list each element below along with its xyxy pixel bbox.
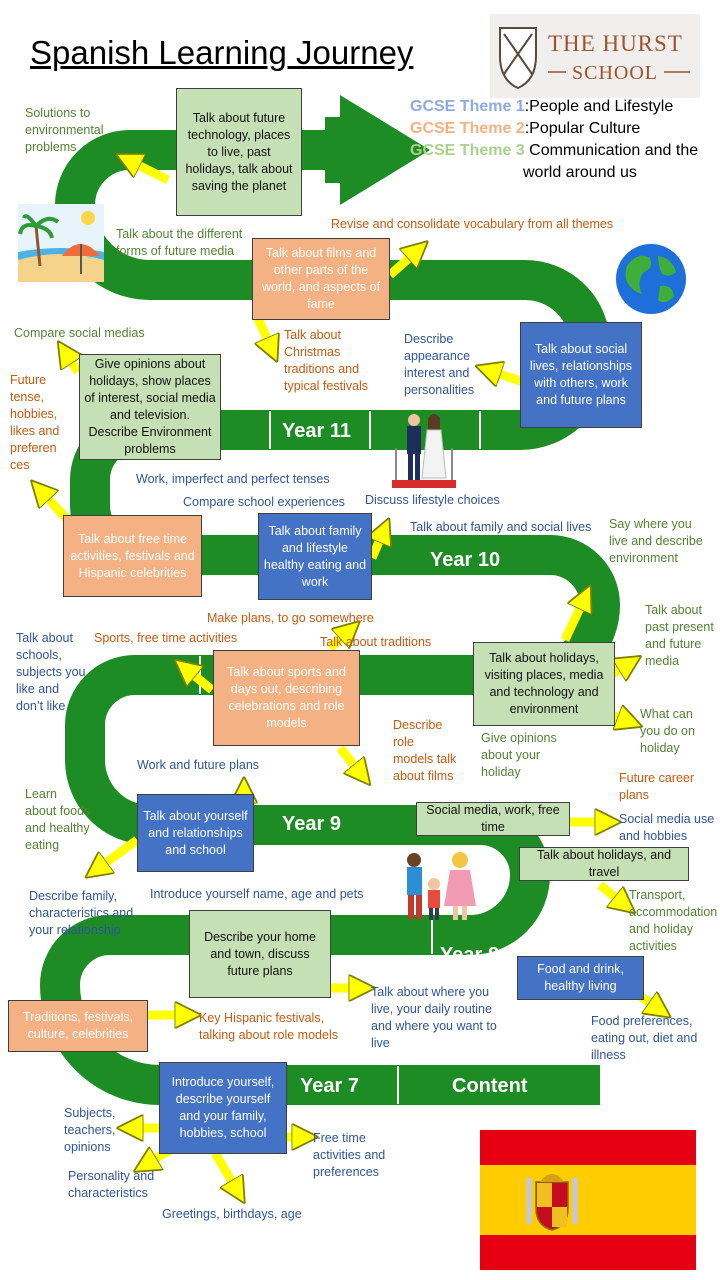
year-8-label: Year 8 [440,944,499,966]
school-crest-icon: THE HURST SCHOOL [490,14,700,98]
box-y10-holidays: Talk about holidays, visiting places, me… [473,642,615,726]
label-learn-foods: Learn about foods and healthy eating [25,787,91,852]
box-y9-social-media: Social media, work, free time [416,802,570,836]
theme2-text: :Popular Culture [524,120,641,137]
spain-flag-icon [480,1130,696,1270]
label-sports-free: Sports, free time activities [94,631,238,645]
label-introduce-name: Introduce yourself name, age and pets [150,887,364,901]
year-9-label: Year 9 [282,813,341,835]
label-work-future: Work and future plans [137,758,260,772]
label-describe-family: Describe family, characteristics and you… [29,889,134,937]
page-title: Spanish Learning Journey [30,34,414,71]
label-christmas: Talk about Christmas traditions and typi… [284,328,369,393]
year-10-label: Year 10 [430,549,501,571]
box-y11-future-technology: Talk about future technology, places to … [176,88,302,216]
label-food-pref: Food preferences, eating out, diet and i… [591,1014,698,1062]
beach-icon [18,204,104,282]
box-y8-home-town: Describe your home and town, discuss fut… [189,910,331,998]
theme3-label: GCSE Theme 3 [410,142,525,159]
theme3-text: Communication and the [524,142,699,159]
label-role-models: Describe role models talk about films [393,718,457,783]
couple-icon [392,414,456,488]
box-y8-food-drink: Food and drink, healthy living [517,956,644,1000]
label-transport: Transport, accommodation and holiday act… [629,888,718,953]
box-y7-traditions: Traditions, festivals, culture, celebrit… [8,1000,148,1052]
box-y8-holidays-travel: Talk about holidays, and travel [519,847,689,881]
label-talk-where: Talk about where you live, your daily ro… [371,985,497,1050]
family-icon [407,852,476,920]
theme2-label: GCSE Theme 2 [410,120,525,137]
box-y11-films: Talk about films and other parts of the … [252,238,390,320]
label-subjects: Subjects, teachers, opinions [64,1106,116,1154]
label-schools: Talk about schools, subjects you like an… [16,631,86,713]
logo-line2: SCHOOL [572,62,659,84]
theme1-text: :People and Lifestyle [524,98,674,115]
box-y10-family: Talk about family and lifestyle healthy … [258,513,372,600]
label-personality: Personality and characteristics [68,1169,155,1200]
label-social-use: Social media use and hobbies [619,812,715,843]
box-y9-sports: Talk about sports and days out, describi… [213,650,360,746]
theme1-label: GCSE Theme 1 [410,98,525,115]
label-family-social: Talk about family and social lives [410,520,592,534]
label-greetings: Greetings, birthdays, age [162,1207,302,1221]
box-y11-social-lives: Talk about social lives, relationships w… [520,322,642,428]
label-revise: Revise and consolidate vocabulary from a… [331,217,614,231]
theme3-text2: world around us [523,164,637,181]
year-11-label: Year 11 [282,420,351,442]
box-y9-yourself: Talk about yourself and relationships an… [137,794,254,872]
globe-icon [616,244,686,314]
label-key-festivals: Key Hispanic festivals, talking about ro… [199,1011,338,1042]
box-y11-opinions: Give opinions about holidays, show place… [79,354,221,460]
label-make-plans: Make plans, to go somewhere [207,611,374,625]
label-compare-school: Compare school experiences [183,495,345,509]
label-tenses: Work, imperfect and perfect tenses [136,472,330,486]
label-past-present: Talk about past present and future media [645,603,714,668]
label-career: Future career plans [619,771,695,802]
label-what-can: What can you do on holiday [640,707,695,755]
label-give-opinions: Give opinions about your holiday [481,731,557,779]
label-free-time-pref: Free time activities and preferences [313,1131,386,1179]
label-lifestyle: Discuss lifestyle choices [365,493,500,507]
label-solutions: Solutions to environmental problems [25,106,104,154]
box-y10-free-time: Talk about free time activities, festiva… [63,515,202,597]
box-y7-introduce: Introduce yourself, describe yourself an… [159,1062,287,1154]
label-future-tense: Future tense, hobbies, likes and prefere… [10,373,60,472]
label-say-where: Say where you live and describe environm… [609,517,703,565]
label-traditions: Talk about traditions [320,635,432,649]
label-describe-appearance: Describe appearance interest and persona… [404,332,475,397]
logo-line1: THE HURST [548,31,683,56]
year-7-label: Year 7 [300,1075,359,1097]
content-label: Content [452,1075,528,1097]
theme-legend: GCSE Theme 1:People and Lifestyle GCSE T… [410,96,720,184]
label-compare-media: Compare social medias [14,326,145,340]
label-future-media: Talk about the different forms of future… [116,227,243,258]
